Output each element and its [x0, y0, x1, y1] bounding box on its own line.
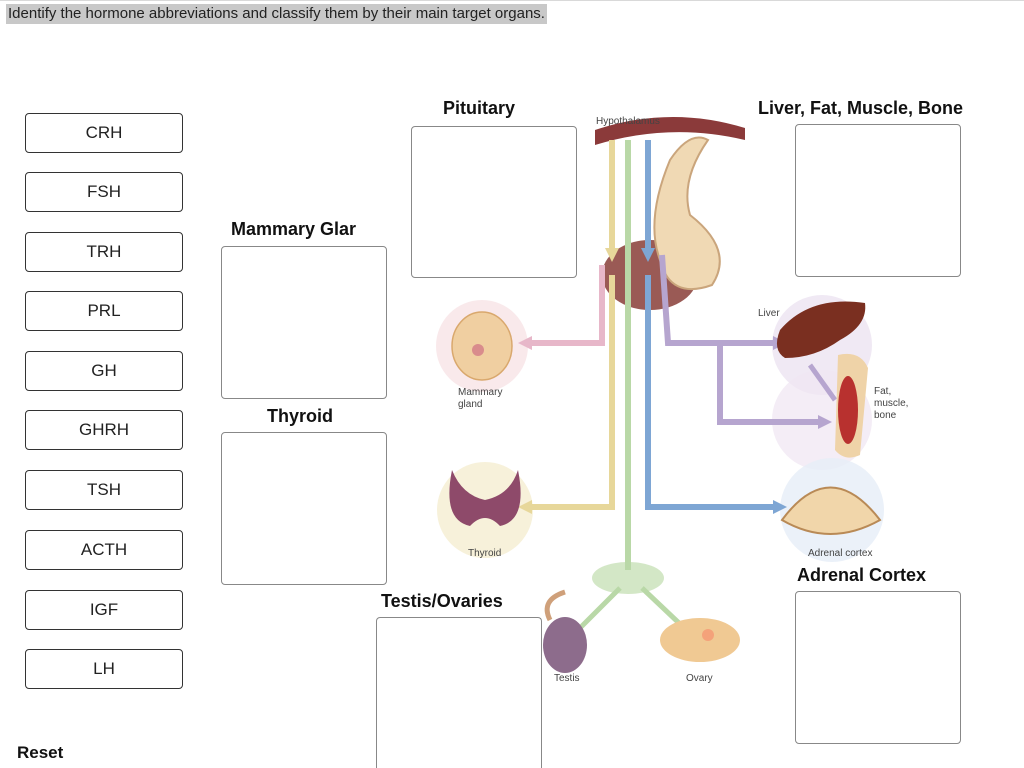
zone-title-pituitary: Pituitary: [443, 98, 516, 118]
label-liver: Liver: [758, 308, 780, 319]
zone-title-liver-fat-muscle-bone: Liver, Fat, Muscle, Bone: [758, 98, 964, 118]
chip-trh[interactable]: TRH: [25, 232, 183, 272]
dropzone-mammary-gland[interactable]: [221, 246, 387, 399]
chip-crh[interactable]: CRH: [25, 113, 183, 153]
chip-lh[interactable]: LH: [25, 649, 183, 689]
label-fat: Fat,: [874, 386, 892, 397]
top-divider: [0, 0, 1024, 1]
pituitary-icon: [602, 136, 721, 310]
label-thyroid: Thyroid: [468, 548, 502, 559]
chip-prl[interactable]: PRL: [25, 291, 183, 331]
zone-title-testis-ovaries: Testis/Ovaries: [381, 591, 503, 611]
mammary-gland-icon: [451, 311, 513, 381]
blue-arrow: [641, 140, 787, 514]
label-adrenal-cortex: Adrenal cortex: [808, 548, 873, 559]
label-ovary: Ovary: [686, 673, 713, 684]
chip-acth[interactable]: ACTH: [25, 530, 183, 570]
dropzone-testis-ovaries[interactable]: [376, 617, 542, 768]
dropzone-thyroid[interactable]: [221, 432, 387, 585]
chip-fsh[interactable]: FSH: [25, 172, 183, 212]
thyroid-icon: [449, 470, 521, 526]
label-muscle: muscle,: [874, 398, 909, 409]
label-testis: Testis: [554, 673, 580, 684]
endocrine-diagram: [436, 116, 884, 673]
pink-arrow: [518, 265, 605, 350]
hypothalamus-icon: [595, 116, 745, 145]
chip-ghrh[interactable]: GHRH: [25, 410, 183, 450]
dropzone-adrenal-cortex[interactable]: [795, 591, 961, 744]
chip-gh[interactable]: GH: [25, 351, 183, 391]
label-hypothalamus: Hypothalamus: [596, 116, 660, 127]
ovary-icon: [660, 618, 740, 662]
instruction-text: Identify the hormone abbreviations and c…: [6, 4, 547, 24]
chip-igf[interactable]: IGF: [25, 590, 183, 630]
zone-title-mammary-gland: Mammary Glar: [231, 219, 357, 239]
testis-icon: [543, 589, 587, 673]
green-arrow: [578, 140, 682, 630]
reset-button[interactable]: Reset: [17, 743, 64, 762]
chip-tsh[interactable]: TSH: [25, 470, 183, 510]
fat-muscle-bone-icon: [835, 353, 868, 458]
label-bone: bone: [874, 410, 897, 421]
dropzone-liver-fat-muscle-bone[interactable]: [795, 124, 961, 277]
zone-title-thyroid: Thyroid: [267, 406, 333, 426]
dropzone-pituitary[interactable]: [411, 126, 577, 278]
adrenal-cortex-icon: [780, 486, 882, 535]
yellow-arrow: [518, 140, 619, 514]
label-mammary: Mammary: [458, 387, 503, 398]
liver-icon: [776, 301, 866, 358]
purple-arrow: [659, 254, 838, 429]
label-gland: gland: [458, 399, 483, 410]
zone-title-adrenal-cortex: Adrenal Cortex: [797, 565, 927, 585]
